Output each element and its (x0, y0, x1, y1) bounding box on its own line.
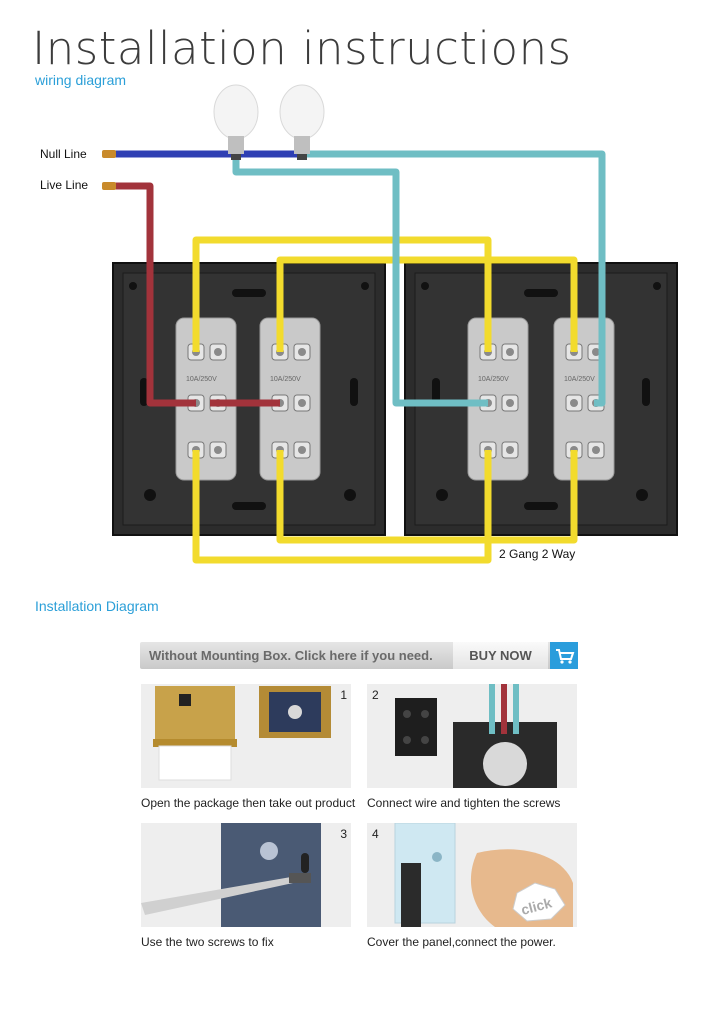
cart-icon[interactable] (550, 642, 578, 669)
bulb-right-icon (279, 84, 325, 160)
live-line-label: Live Line (40, 178, 88, 192)
step-1-image: 1 (141, 684, 351, 788)
null-line-label: Null Line (40, 147, 87, 161)
terminal-block: 10A/250V (175, 317, 237, 481)
step-4-image: click 4 (367, 823, 577, 927)
click-badge: click (519, 894, 553, 918)
step-2-caption: Connect wire and tighten the screws (367, 796, 561, 810)
rating-label: 10A/250V (270, 376, 301, 383)
switch-plate-right (404, 262, 678, 536)
buy-mounting-box-banner[interactable]: Without Mounting Box. Click here if you … (140, 642, 578, 669)
load-wires (232, 150, 606, 407)
step-2-image: 2 (367, 684, 577, 788)
step-2-number: 2 (372, 688, 379, 702)
wiring-diagram: 10A/250V 10A/250V 10A/250V 10A/250V Null Li… (40, 84, 678, 564)
step-3-image: 3 (141, 823, 351, 927)
switch-plate-left (112, 262, 386, 536)
step-3-number: 3 (340, 827, 347, 841)
step-1-caption: Open the package then take out product (141, 796, 356, 810)
rating-label: 10A/250V (478, 376, 509, 383)
wiring-diagram-subtitle: wiring diagram (35, 72, 127, 88)
rating-label: 10A/250V (564, 376, 595, 383)
live-wire (108, 182, 280, 407)
terminal-block: 10A/250V (467, 317, 529, 481)
wire-ends (102, 150, 116, 190)
buy-now-button[interactable]: BUY NOW (453, 642, 548, 669)
step-4-number: 4 (372, 827, 379, 841)
installation-title: Installation Diagram (35, 598, 159, 614)
step-4-caption: Cover the panel,connect the power. (367, 935, 556, 949)
mode-label: 2 Gang 2 Way (499, 547, 575, 561)
bulb-left-icon (213, 84, 259, 160)
step-1-number: 1 (340, 688, 347, 702)
terminal-block: 10A/250V (259, 317, 321, 481)
rating-label: 10A/250V (186, 376, 217, 383)
buybar-text: Without Mounting Box. Click here if you … (149, 648, 433, 663)
step-3-caption: Use the two screws to fix (141, 935, 274, 949)
traveler-wires (192, 236, 578, 564)
page-title: Installation instructions (32, 22, 572, 75)
